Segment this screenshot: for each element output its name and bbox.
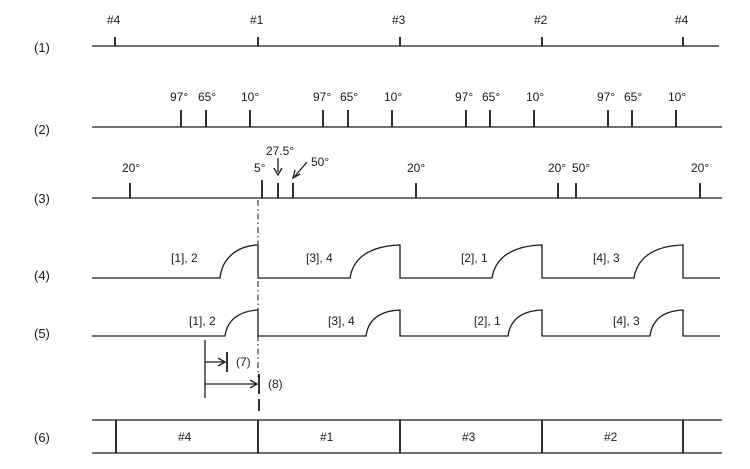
row4-pulse-label: [1], 2 xyxy=(171,251,198,265)
interval-8-label: (8) xyxy=(268,377,283,391)
row2-label: 10° xyxy=(384,90,402,104)
arrow-27-5-head xyxy=(273,167,283,177)
row-label-3: (3) xyxy=(34,191,50,206)
row4-pulse-label: [3], 4 xyxy=(306,251,333,265)
row3-label: 27.5° xyxy=(266,144,294,158)
row3-label: 20° xyxy=(122,161,140,175)
row3-label: 50° xyxy=(311,155,329,169)
row6-box-label: #4 xyxy=(178,430,192,444)
row-2: 97° 65° 10° 97° 65° 10° 97° 65° 10° 97° … xyxy=(92,90,722,128)
row6-box-label: #2 xyxy=(604,430,618,444)
row4-pulse-label: [2], 1 xyxy=(461,251,488,265)
row-label-1: (1) xyxy=(34,40,50,55)
arrow-50-head xyxy=(291,169,301,180)
row6-box-label: #1 xyxy=(320,430,334,444)
row2-label: 65° xyxy=(198,90,216,104)
row1-tick-label: #2 xyxy=(534,13,548,27)
row6-box-label: #3 xyxy=(462,430,476,444)
row5-pulse-label: [1], 2 xyxy=(189,314,216,328)
row-label-5: (5) xyxy=(34,326,50,341)
row1-tick-label: #4 xyxy=(107,13,121,27)
row2-label: 65° xyxy=(482,90,500,104)
row-5: [1], 2 [3], 4 [2], 1 [4], 3 xyxy=(92,309,720,337)
interval-7-label: (7) xyxy=(236,355,251,369)
interval-7-arrowhead xyxy=(217,357,227,367)
row3-label: 5° xyxy=(254,161,266,175)
row5-pulse-label: [3], 4 xyxy=(328,314,355,328)
row-label-4: (4) xyxy=(34,268,50,283)
row2-label: 97° xyxy=(313,90,331,104)
row1-tick-label: #4 xyxy=(675,13,689,27)
row2-label: 10° xyxy=(241,90,259,104)
row4-pulse-label: [4], 3 xyxy=(593,251,620,265)
row-label-6: (6) xyxy=(34,430,50,445)
row2-label: 10° xyxy=(668,90,686,104)
arrow-50 xyxy=(294,161,308,177)
row5-waveform xyxy=(92,309,720,337)
row-1: #4 #1 #3 #2 #4 xyxy=(92,13,719,47)
row-4: [1], 2 [3], 4 [2], 1 [4], 3 xyxy=(92,244,720,279)
row2-label: 97° xyxy=(597,90,615,104)
row1-tick-label: #1 xyxy=(250,13,264,27)
row-label-2: (2) xyxy=(34,122,50,137)
row3-label: 20° xyxy=(407,161,425,175)
row4-waveform xyxy=(92,244,720,279)
row2-label: 97° xyxy=(455,90,473,104)
row2-label: 65° xyxy=(624,90,642,104)
row3-label: 20° xyxy=(691,161,709,175)
row2-label: 10° xyxy=(526,90,544,104)
row3-label: 50° xyxy=(572,161,590,175)
row2-label: 97° xyxy=(170,90,188,104)
interval-markers: (7) (8) xyxy=(204,340,283,411)
row3-label: 20° xyxy=(548,161,566,175)
interval-8-arrowhead xyxy=(249,379,259,389)
row-3: 20° 5° 27.5° 50° 20° 20° 50° 20° xyxy=(92,144,722,199)
row5-pulse-label: [2], 1 xyxy=(474,314,501,328)
row-6: #4 #1 #3 #2 xyxy=(92,419,722,454)
row2-label: 65° xyxy=(340,90,358,104)
row1-tick-label: #3 xyxy=(392,13,406,27)
row5-pulse-label: [4], 3 xyxy=(613,314,640,328)
